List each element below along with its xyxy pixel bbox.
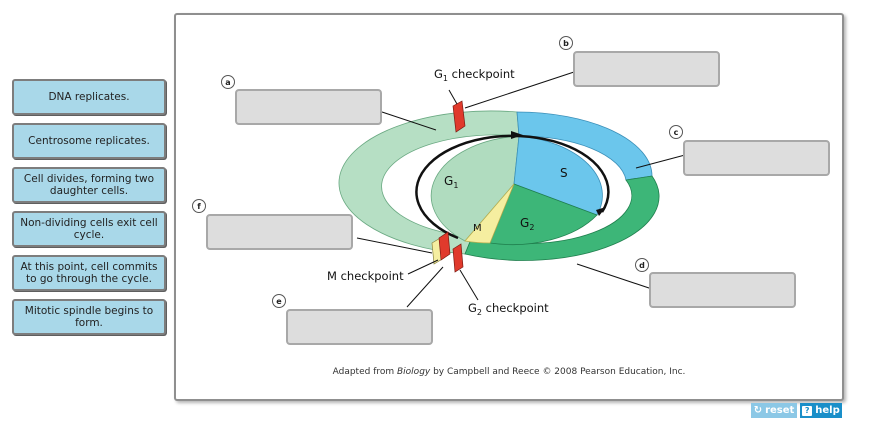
badge-a: a (221, 75, 235, 89)
answer-tile-cell-commits[interactable]: At this point, cell commits to go throug… (12, 255, 166, 291)
answer-tile-cell-divides[interactable]: Cell divides, forming two daughter cells… (12, 167, 166, 203)
attribution-credit: Adapted from Biology by Campbell and Ree… (332, 367, 686, 377)
answer-tile-mitotic-spindle[interactable]: Mitotic spindle begins to form. (12, 299, 166, 335)
phase-g1-label: G1 (444, 174, 458, 190)
refresh-icon: ↻ (753, 405, 763, 416)
drop-target-b[interactable] (573, 51, 720, 87)
drop-target-c[interactable] (683, 140, 830, 176)
ring-segment-g1 (338, 110, 520, 255)
question-icon: ? (802, 405, 813, 416)
tile-label: Centrosome replicates. (28, 135, 150, 147)
phase-s-label: S (560, 166, 568, 180)
cycle-arrowhead-right (596, 207, 606, 216)
diagram-panel: G1 S G2 M G1 checkpoint M checkpoint G2 … (174, 13, 844, 401)
m-checkpoint-block (431, 231, 451, 265)
tile-label: Mitotic spindle begins to form. (24, 305, 154, 329)
g1-checkpoint-label: G1 checkpoint (434, 67, 515, 83)
phase-g2-label: G2 (520, 216, 534, 232)
cycle-arrowhead-top (511, 131, 523, 139)
phase-g1-region (430, 135, 520, 242)
phase-m-label: M (473, 223, 482, 234)
cell-cycle-diagram: G1 S G2 M G1 checkpoint M checkpoint G2 … (327, 67, 686, 317)
reset-button[interactable]: ↻reset (751, 403, 797, 418)
g1-checkpoint-block (452, 100, 466, 133)
tile-label: DNA replicates. (48, 91, 130, 103)
phase-m-region (464, 183, 515, 244)
g2-checkpoint-label: G2 checkpoint (468, 301, 549, 317)
badge-b: b (559, 36, 573, 50)
tile-label: Non-dividing cells exit cell cycle. (20, 217, 158, 241)
answer-tile-non-dividing-exit[interactable]: Non-dividing cells exit cell cycle. (12, 211, 166, 247)
drop-target-d[interactable] (649, 272, 796, 308)
drop-target-a[interactable] (235, 89, 382, 125)
tile-label: Cell divides, forming two daughter cells… (23, 173, 155, 197)
cycle-arrow (415, 134, 610, 240)
help-button[interactable]: ?help (800, 403, 842, 418)
drop-target-f[interactable] (206, 214, 353, 250)
phase-g2-region (489, 183, 598, 246)
tile-label: At this point, cell commits to go throug… (20, 261, 158, 285)
g2-checkpoint-block (452, 243, 464, 273)
drop-target-e[interactable] (286, 309, 433, 345)
badge-c: c (669, 125, 683, 139)
answer-tile-centrosome-replicates[interactable]: Centrosome replicates. (12, 123, 166, 159)
badge-e: e (272, 294, 286, 308)
badge-d: d (635, 258, 649, 272)
answer-tile-dna-replicates[interactable]: DNA replicates. (12, 79, 166, 115)
badge-f: f (192, 199, 206, 213)
m-checkpoint-label: M checkpoint (327, 269, 404, 283)
ring-segment-g2 (464, 175, 660, 261)
